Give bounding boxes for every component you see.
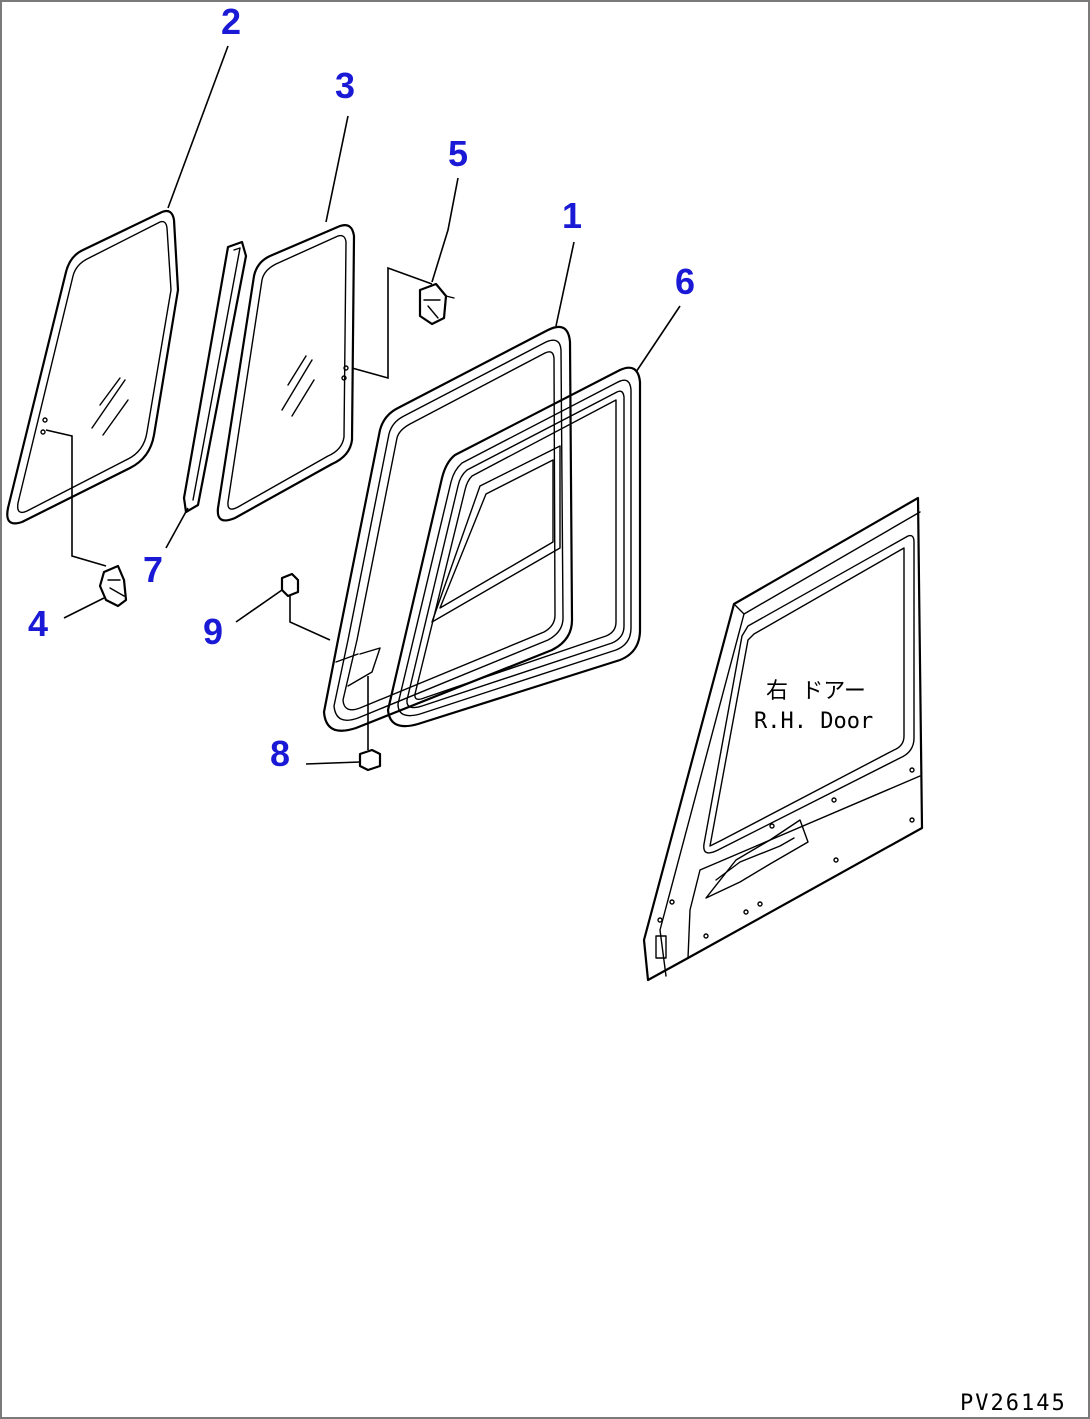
seal-part-1	[322, 325, 574, 732]
callout-6: 6	[675, 261, 695, 302]
block-part-9	[280, 572, 300, 598]
block-part-8	[358, 748, 382, 772]
clip-part-4	[98, 564, 128, 608]
clip-part-5	[418, 282, 455, 326]
seal-part-6	[386, 366, 642, 728]
callout-8: 8	[270, 733, 290, 774]
callout-1: 1	[562, 195, 582, 236]
callout-7: 7	[143, 549, 163, 590]
callout-2: 2	[221, 1, 241, 42]
glass-part-3	[216, 224, 356, 522]
callout-4: 4	[28, 603, 48, 644]
strip-part-7	[182, 240, 248, 514]
callout-5: 5	[448, 133, 468, 174]
callout-9: 9	[203, 611, 223, 652]
door-label-en: R.H. Door	[754, 709, 873, 734]
callout-3: 3	[335, 65, 355, 106]
glass-part-2	[6, 209, 180, 525]
door-label-jp: 右 ドアー	[766, 679, 866, 704]
rh-door-panel	[642, 496, 924, 982]
leader-lines	[45, 45, 681, 765]
drawing-code: PV26145	[960, 1391, 1067, 1416]
